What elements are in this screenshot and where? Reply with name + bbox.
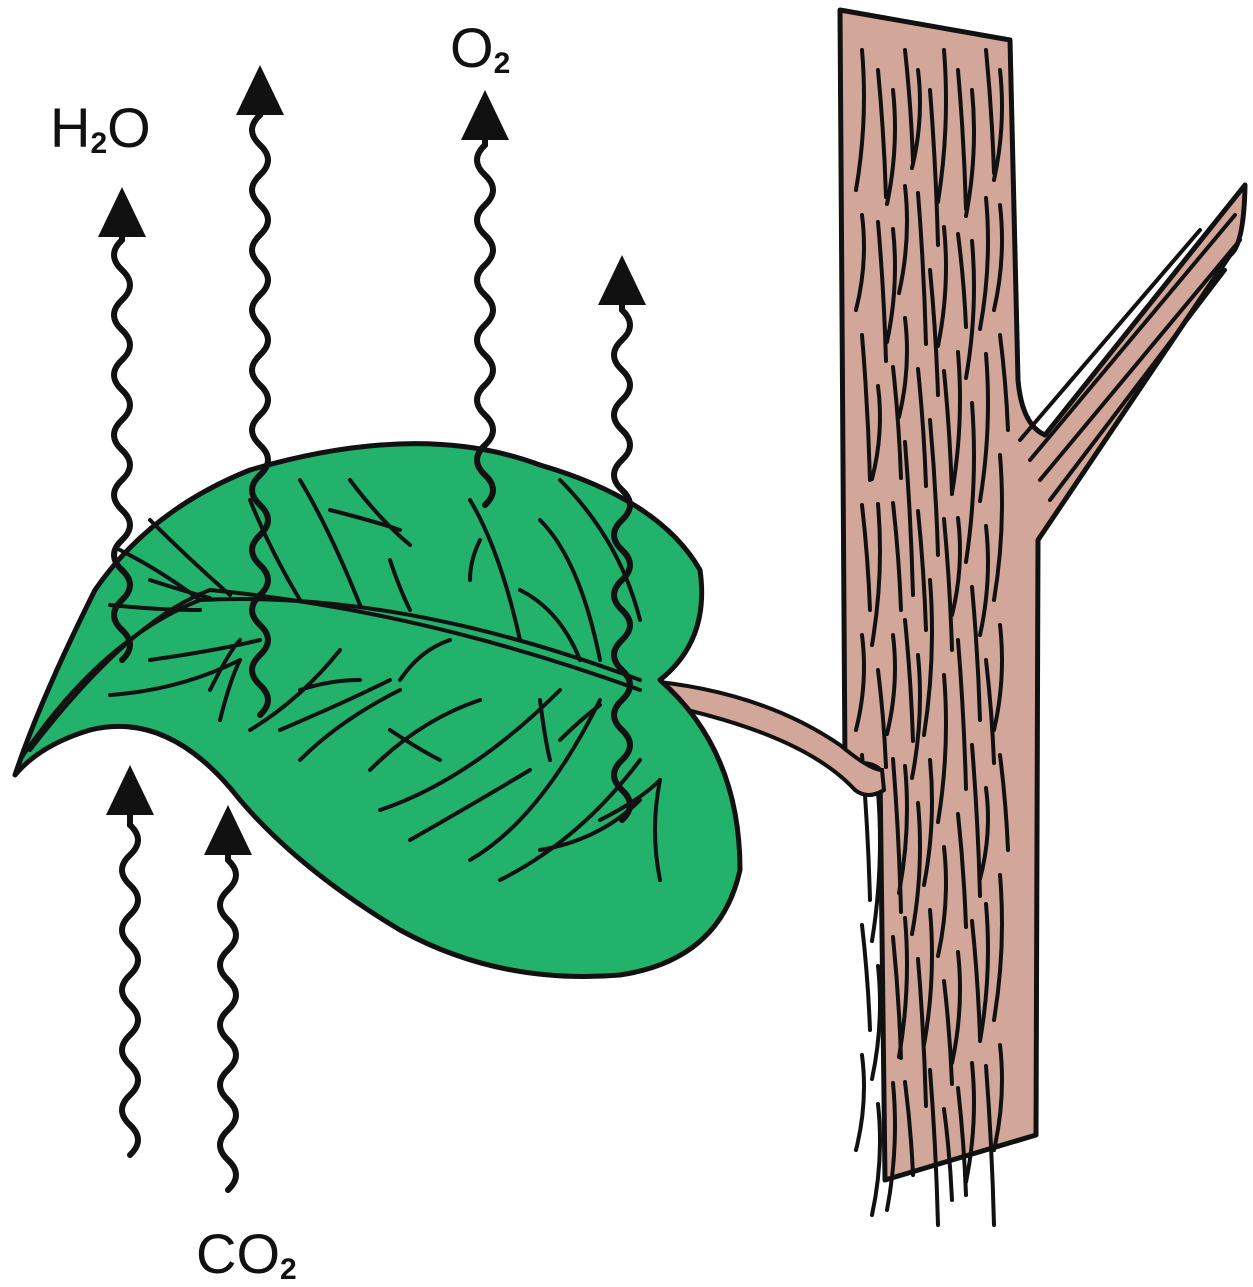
bark-line bbox=[862, 925, 870, 1030]
leaf bbox=[15, 444, 884, 977]
arrowhead bbox=[106, 765, 154, 815]
water-label: H2O bbox=[50, 100, 151, 156]
bark-line bbox=[1030, 215, 1235, 460]
arrowhead bbox=[98, 187, 146, 237]
carbon-dioxide-arrow-left bbox=[122, 810, 138, 1155]
bark-line bbox=[856, 1055, 864, 1150]
arrowhead bbox=[598, 255, 646, 305]
bark-line bbox=[872, 792, 880, 941]
tree-trunk bbox=[840, 10, 1245, 1225]
arrowhead bbox=[461, 90, 509, 140]
bark-line bbox=[872, 966, 880, 1079]
arrowhead bbox=[204, 805, 252, 855]
carbon-dioxide-label: CO2 bbox=[196, 1226, 297, 1282]
oxygen-label: O2 bbox=[450, 20, 510, 76]
arrowhead bbox=[236, 65, 284, 115]
bark-line bbox=[1040, 240, 1240, 480]
carbon-dioxide-arrow-right bbox=[220, 850, 236, 1190]
bark-line bbox=[872, 1104, 880, 1215]
